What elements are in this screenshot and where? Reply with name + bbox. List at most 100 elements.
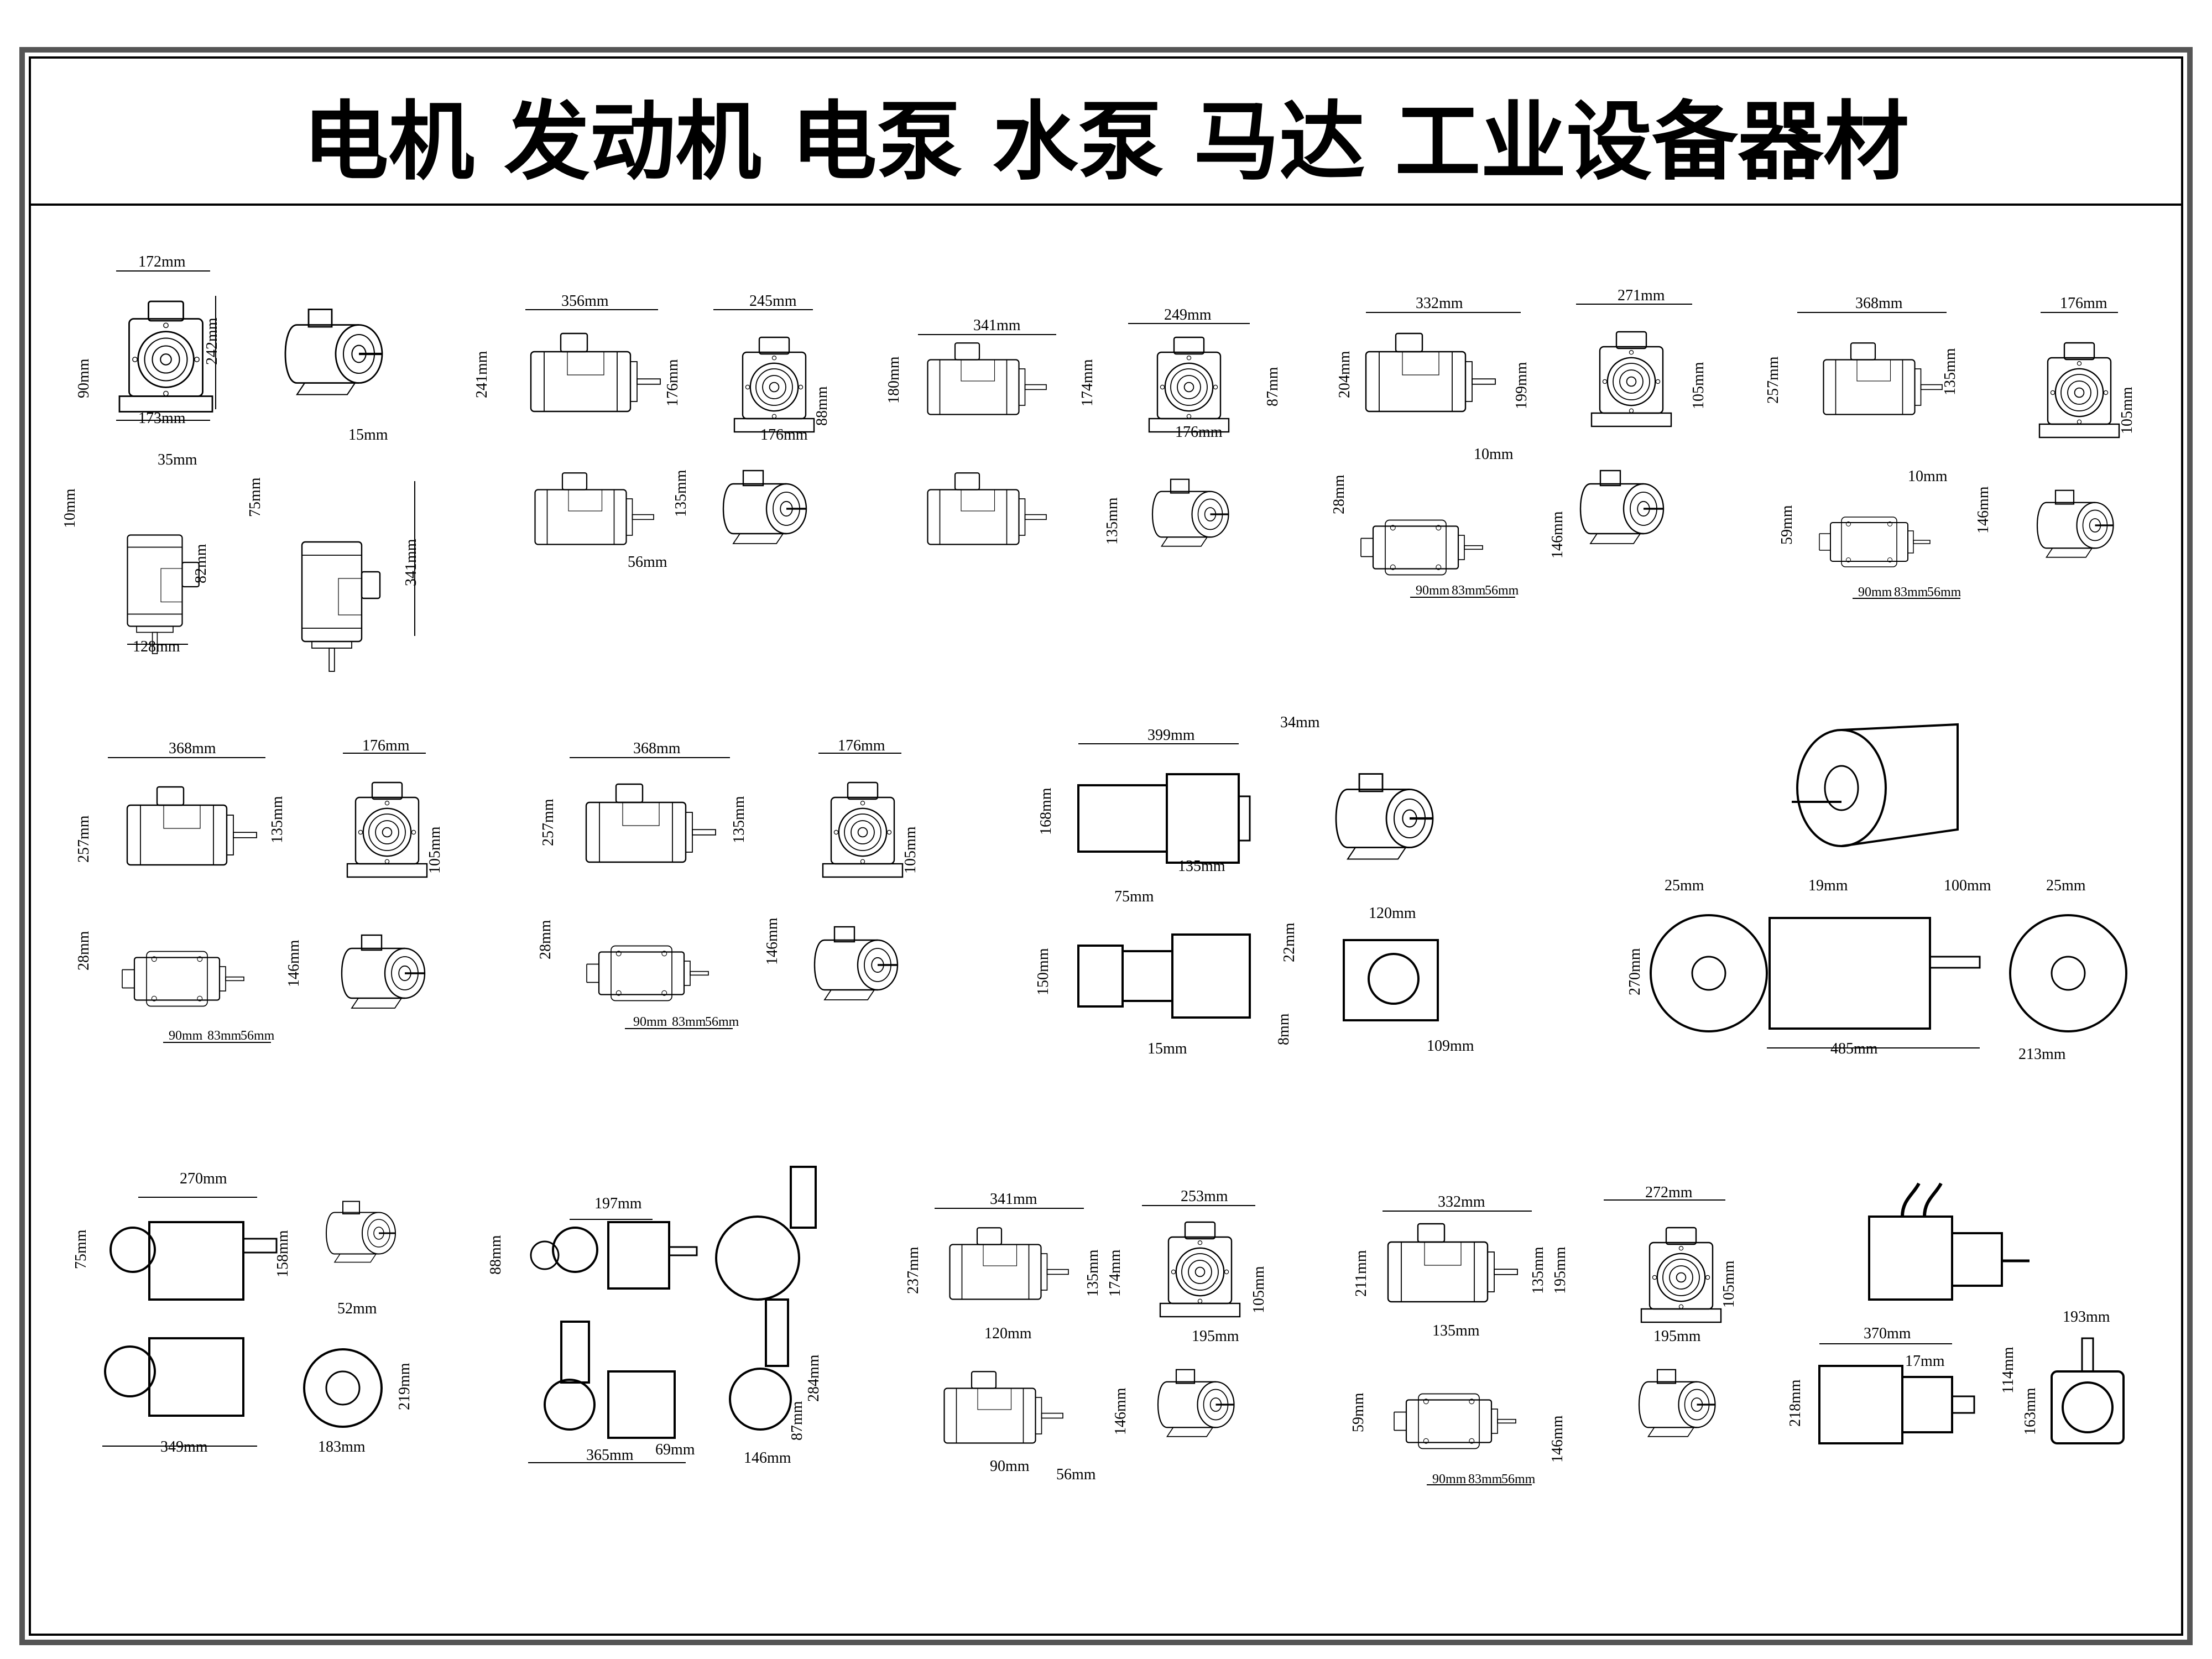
- dim-label: 28mm: [1331, 474, 1348, 514]
- dim-label: 399mm: [1147, 727, 1195, 744]
- dim-label: 253mm: [1181, 1188, 1228, 1205]
- motor-group-5: 368mm 257mm 135mm 176mm 105mm 10mm 59mm …: [1765, 295, 2136, 599]
- dim-label: 52mm: [337, 1300, 377, 1317]
- dim-label: 120mm: [1369, 905, 1416, 922]
- dim-label: 370mm: [1864, 1325, 1911, 1342]
- dim-label: 105mm: [1250, 1266, 1267, 1313]
- dim-label: 100mm: [1944, 877, 1991, 894]
- dim-label: 105mm: [902, 826, 919, 874]
- dim-label: 22mm: [1281, 922, 1298, 962]
- dim-label: 174mm: [1079, 359, 1096, 406]
- dim-label: 105mm: [2119, 387, 2136, 434]
- dim-label: 193mm: [2063, 1308, 2110, 1326]
- dim-label: 341mm: [403, 539, 420, 586]
- dim-label: 172mm: [138, 253, 186, 270]
- dim-label: 82mm: [192, 544, 210, 583]
- dim-label: 218mm: [1787, 1379, 1804, 1427]
- dim-label: 174mm: [1107, 1249, 1124, 1297]
- motor-group-3: 341mm 180mm 174mm 249mm 87mm 176mm 135mm: [885, 306, 1281, 547]
- dim-label: 90mm: [75, 358, 92, 398]
- dim-label: 272mm: [1645, 1184, 1693, 1201]
- motor-group-9: 25mm 19mm 100mm 25mm 270mm 485mm 213mm: [1626, 723, 2127, 1063]
- dim-label: 83mm: [672, 1015, 706, 1029]
- dim-label: 176mm: [760, 426, 808, 444]
- dim-label: 135mm: [1178, 858, 1225, 875]
- dim-label: 271mm: [1618, 287, 1665, 304]
- dim-label: 17mm: [1905, 1353, 1945, 1370]
- dim-label: 257mm: [1765, 356, 1782, 404]
- dim-label: 56mm: [1485, 583, 1519, 598]
- dim-label: 56mm: [1056, 1466, 1096, 1483]
- dim-label: 237mm: [905, 1246, 922, 1294]
- dim-label: 90mm: [1858, 585, 1892, 599]
- motor-group-4: 332mm 204mm 199mm 271mm 105mm 10mm 28mm …: [1331, 287, 1707, 598]
- dim-label: 257mm: [540, 799, 557, 846]
- dim-label: 176mm: [362, 737, 410, 754]
- dim-label: 349mm: [160, 1438, 208, 1455]
- dim-label: 88mm: [487, 1235, 504, 1275]
- dim-label: 257mm: [75, 815, 92, 863]
- dim-label: 128mm: [133, 638, 180, 655]
- dim-label: 15mm: [1147, 1040, 1187, 1057]
- dim-label: 105mm: [426, 826, 444, 874]
- dim-label: 146mm: [1112, 1387, 1129, 1435]
- dim-label: 146mm: [764, 917, 781, 965]
- outer-frame: [19, 47, 2193, 1645]
- dim-label: 146mm: [285, 940, 302, 987]
- dim-label: 83mm: [207, 1029, 242, 1043]
- dim-label: 146mm: [1549, 511, 1566, 559]
- motor-group-14: 370mm 17mm 218mm 114mm 163mm 193mm: [1787, 1182, 2125, 1444]
- dim-label: 83mm: [1894, 585, 1928, 599]
- dim-label: 135mm: [1084, 1249, 1102, 1297]
- dim-label: 270mm: [1626, 948, 1644, 995]
- dim-label: 109mm: [1427, 1037, 1474, 1055]
- dim-label: 356mm: [561, 293, 609, 310]
- dim-label: 56mm: [1501, 1472, 1536, 1486]
- dim-label: 195mm: [1653, 1328, 1701, 1345]
- motor-group-6: 368mm 257mm 135mm 176mm 105mm 28mm 146mm…: [75, 737, 444, 1043]
- dim-label: 211mm: [1353, 1250, 1370, 1297]
- dim-label: 56mm: [705, 1015, 739, 1029]
- dim-label: 90mm: [1432, 1472, 1467, 1486]
- dim-label: 75mm: [72, 1229, 90, 1269]
- dim-label: 146mm: [1975, 486, 1992, 534]
- motor-group-11: 197mm 88mm 284mm 87mm 365mm 69mm 146mm: [487, 1166, 822, 1467]
- dim-label: 28mm: [75, 931, 92, 971]
- dim-label: 341mm: [990, 1191, 1037, 1208]
- motor-group-13: 332mm 211mm 135mm 195mm 135mm 272mm 105m…: [1350, 1184, 1738, 1486]
- dim-label: 87mm: [789, 1401, 806, 1441]
- dim-label: 135mm: [1104, 497, 1121, 545]
- dim-label: 69mm: [655, 1441, 695, 1458]
- dim-label: 242mm: [204, 317, 221, 365]
- dim-label: 83mm: [1468, 1472, 1503, 1486]
- page-title: 电机 发动机 电泵 水泵 马达 工业设备器材: [303, 92, 1910, 192]
- motor-group-7: 368mm 257mm 135mm 176mm 105mm 28mm 146mm…: [537, 737, 919, 1029]
- dim-label: 56mm: [241, 1029, 275, 1043]
- dim-label: 75mm: [1114, 888, 1154, 905]
- dim-label: 146mm: [744, 1449, 791, 1467]
- dim-label: 135mm: [1530, 1246, 1547, 1294]
- dim-label: 368mm: [633, 740, 681, 757]
- dim-label: 56mm: [1927, 585, 1961, 599]
- motor-group-8: 399mm 34mm 168mm 135mm 75mm 150mm 15mm 2…: [1035, 714, 1474, 1057]
- dim-label: 25mm: [2046, 877, 2086, 894]
- dim-label: 25mm: [1665, 877, 1704, 894]
- dim-label: 341mm: [973, 317, 1021, 334]
- dim-label: 90mm: [1416, 583, 1450, 598]
- dim-label: 195mm: [1192, 1328, 1239, 1345]
- dim-label: 368mm: [1855, 295, 1903, 312]
- dim-label: 90mm: [169, 1029, 203, 1043]
- dim-label: 10mm: [1474, 446, 1514, 463]
- dim-label: 90mm: [990, 1458, 1030, 1475]
- motor-group-12: 341mm 237mm 135mm 174mm 120mm 253mm 105m…: [905, 1188, 1267, 1483]
- dim-label: 284mm: [805, 1354, 822, 1402]
- dim-label: 183mm: [318, 1438, 366, 1455]
- dim-label: 28mm: [537, 920, 554, 959]
- inner-frame: [29, 56, 2183, 1636]
- dim-label: 135mm: [269, 796, 286, 843]
- dim-label: 150mm: [1035, 948, 1052, 995]
- dim-label: 114mm: [2000, 1347, 2017, 1394]
- dim-label: 75mm: [247, 477, 264, 517]
- dim-label: 365mm: [586, 1447, 634, 1464]
